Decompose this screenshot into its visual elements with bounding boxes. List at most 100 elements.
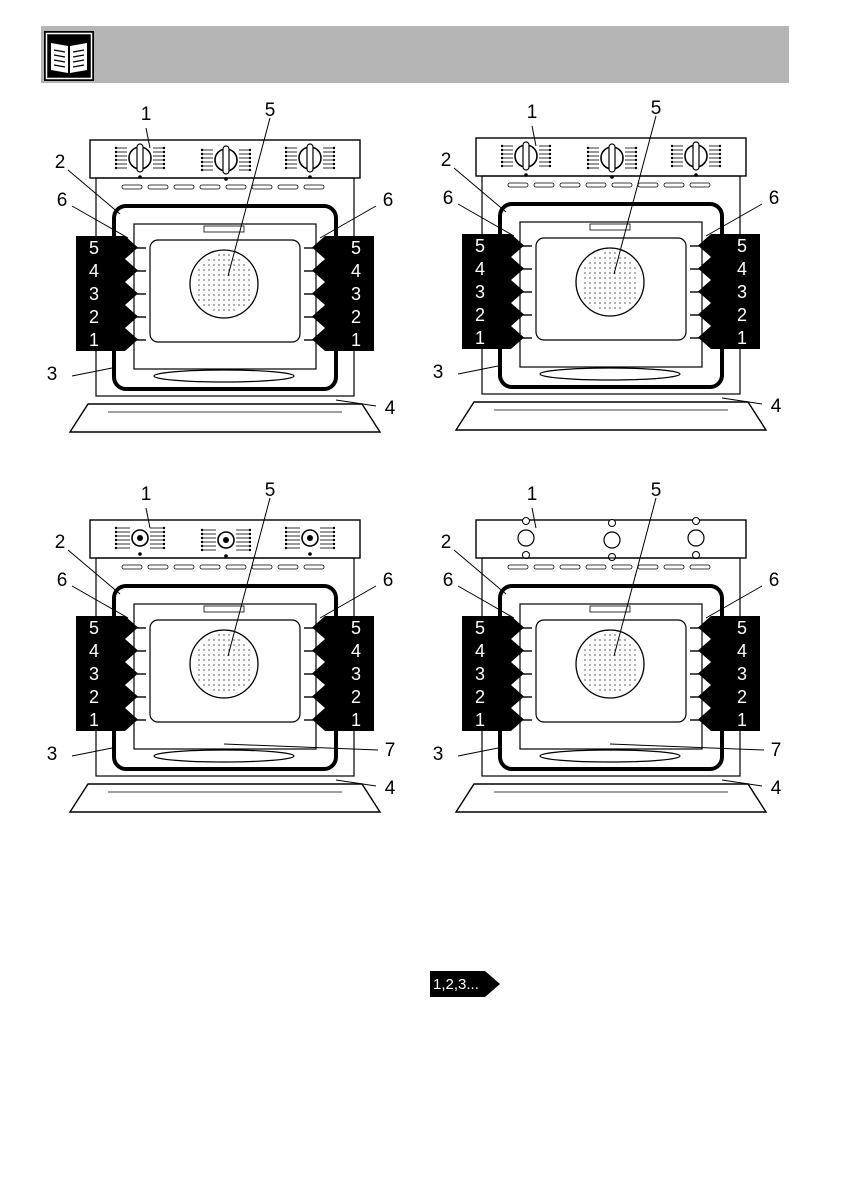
- vent-slot: [252, 185, 272, 189]
- leader-line: [72, 748, 112, 756]
- svg-text:5: 5: [475, 618, 485, 638]
- vent-slot: [560, 183, 580, 187]
- oven-diagram-a: 15266345544332211: [28, 98, 403, 443]
- level-tag-right: 1: [312, 708, 374, 731]
- svg-text:4: 4: [89, 641, 99, 661]
- svg-text:3: 3: [475, 282, 485, 302]
- fan: [576, 248, 644, 316]
- level-tag-left: 1: [462, 326, 524, 349]
- header-bar: [41, 26, 789, 83]
- level-tag-right: 5: [312, 616, 374, 639]
- level-tag-left: 4: [76, 259, 138, 282]
- callout-fan: 5: [265, 100, 276, 121]
- vent-slot: [664, 183, 684, 187]
- callout-door: 4: [385, 778, 396, 799]
- vent-slot: [690, 565, 710, 569]
- vent-slot: [586, 565, 606, 569]
- lamp: [590, 606, 630, 612]
- level-tag-right: 2: [698, 303, 760, 326]
- svg-text:2: 2: [475, 305, 485, 325]
- vent-slot: [638, 565, 658, 569]
- level-tag-right: 4: [698, 639, 760, 662]
- level-tag-right: 1: [698, 708, 760, 731]
- callout-left-guides: 6: [57, 570, 68, 591]
- door: [456, 784, 766, 812]
- book-icon: [44, 31, 94, 81]
- svg-text:3: 3: [351, 284, 361, 304]
- level-tag-left: 4: [76, 639, 138, 662]
- vent-slot: [200, 185, 220, 189]
- level-tag-left: 4: [462, 639, 524, 662]
- leader-line: [458, 748, 498, 756]
- svg-text:2: 2: [351, 307, 361, 327]
- numbering-tag: 1,2,3...: [430, 971, 500, 997]
- numbering-tag-text: 1,2,3...: [433, 976, 479, 993]
- callout-left-guides: 6: [57, 190, 68, 211]
- leader-line: [320, 586, 376, 618]
- level-tag-right: 2: [312, 685, 374, 708]
- callout-upper-frame: 2: [55, 152, 66, 173]
- level-tag-right: 3: [312, 662, 374, 685]
- svg-text:1: 1: [475, 328, 485, 348]
- svg-text:4: 4: [351, 641, 361, 661]
- svg-text:3: 3: [737, 282, 747, 302]
- lamp: [204, 226, 244, 232]
- vent-slot: [174, 565, 194, 569]
- svg-text:3: 3: [89, 664, 99, 684]
- leader-line: [458, 366, 498, 374]
- fan: [190, 630, 258, 698]
- level-tag-left: 3: [462, 662, 524, 685]
- svg-text:5: 5: [475, 236, 485, 256]
- svg-text:3: 3: [475, 664, 485, 684]
- fan: [576, 630, 644, 698]
- level-tag-left: 3: [76, 282, 138, 305]
- leader-line: [458, 204, 514, 236]
- vent-slot: [278, 185, 298, 189]
- svg-text:4: 4: [89, 261, 99, 281]
- vent-slot: [304, 185, 324, 189]
- bottom-element: [540, 750, 680, 762]
- level-tag-left: 1: [76, 328, 138, 351]
- vent-slot: [534, 565, 554, 569]
- level-tag-left: 2: [76, 305, 138, 328]
- bottom-element: [154, 370, 294, 382]
- vent-slot: [560, 565, 580, 569]
- callout-upper-frame: 2: [55, 532, 66, 553]
- level-tag-right: 2: [312, 305, 374, 328]
- callout-left-guides: 6: [443, 188, 454, 209]
- svg-text:5: 5: [89, 238, 99, 258]
- svg-text:2: 2: [737, 687, 747, 707]
- level-tag-left: 5: [462, 616, 524, 639]
- leader-line: [320, 206, 376, 238]
- callout-right-guides: 6: [769, 570, 780, 591]
- callout-door: 4: [385, 398, 396, 419]
- level-tag-left: 5: [76, 236, 138, 259]
- callout-control-panel: 1: [527, 484, 538, 505]
- callout-upper-frame: 2: [441, 150, 452, 171]
- leader-line: [72, 368, 112, 376]
- svg-text:1: 1: [351, 710, 361, 730]
- lamp: [590, 224, 630, 230]
- level-tag-right: 3: [698, 280, 760, 303]
- callout-fan: 5: [265, 480, 276, 501]
- callout-door: 4: [771, 778, 782, 799]
- callout-fan: 5: [651, 98, 662, 119]
- svg-text:4: 4: [737, 641, 747, 661]
- lamp: [204, 606, 244, 612]
- svg-text:1: 1: [351, 330, 361, 350]
- level-tag-left: 2: [462, 685, 524, 708]
- level-tag-left: 1: [462, 708, 524, 731]
- callout-lower-frame: 3: [47, 744, 58, 765]
- vent-slot: [200, 565, 220, 569]
- vent-slot: [226, 185, 246, 189]
- vent-slot: [664, 565, 684, 569]
- vent-slot: [278, 565, 298, 569]
- svg-text:1: 1: [475, 710, 485, 730]
- level-tag-left: 3: [462, 280, 524, 303]
- callout-fan: 5: [651, 480, 662, 501]
- callout-right-guides: 6: [383, 190, 394, 211]
- callout-control-panel: 1: [527, 102, 538, 123]
- leader-line: [706, 204, 762, 236]
- callout-upper-frame: 2: [441, 532, 452, 553]
- svg-text:5: 5: [737, 236, 747, 256]
